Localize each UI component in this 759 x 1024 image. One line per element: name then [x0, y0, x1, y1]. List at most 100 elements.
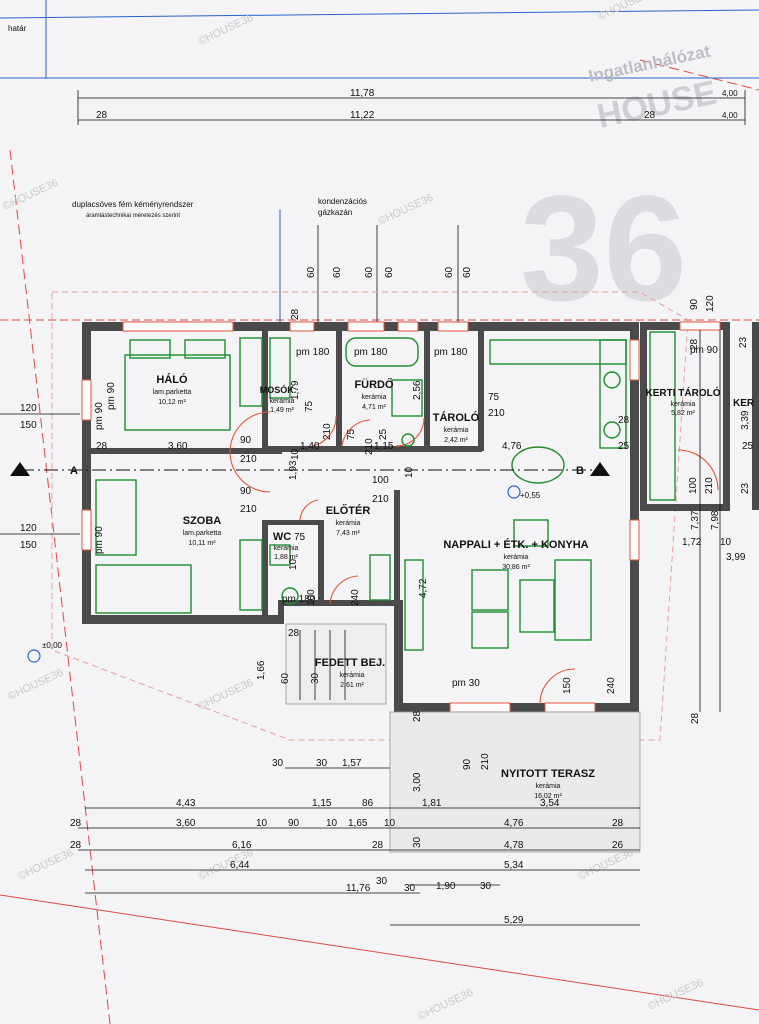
svg-text:KER: KER: [733, 398, 755, 409]
svg-text:30: 30: [316, 758, 328, 769]
svg-text:3,39: 3,39: [740, 410, 751, 430]
svg-text:28: 28: [690, 712, 701, 724]
svg-text:100: 100: [306, 589, 317, 606]
svg-text:28: 28: [612, 818, 624, 829]
svg-text:NAPPALI + ÉTK. + KONYHA: NAPPALI + ÉTK. + KONYHA: [443, 538, 588, 551]
bed-szoba: [95, 564, 192, 614]
boiler-note-2: gázkazán: [318, 208, 352, 217]
level-markers: ±0,00 +0,55: [27, 485, 541, 663]
svg-text:210: 210: [372, 494, 389, 505]
svg-text:16,02 m²: 16,02 m²: [534, 793, 562, 800]
svg-text:3,00: 3,00: [412, 772, 423, 792]
svg-text:23: 23: [740, 482, 751, 494]
svg-text:6,44: 6,44: [230, 860, 250, 871]
svg-text:90: 90: [240, 486, 252, 497]
room-labels: HÁLÓ lam.parketta 10,12 m² MOSÓK. kerámi…: [153, 373, 755, 800]
svg-text:4,78: 4,78: [504, 840, 524, 851]
svg-text:SZOBA: SZOBA: [183, 515, 222, 527]
svg-text:25: 25: [618, 441, 630, 452]
svg-text:210: 210: [488, 408, 505, 419]
svg-text:WC: WC: [273, 531, 291, 543]
svg-text:1,15: 1,15: [312, 798, 332, 809]
room-terasz: NYITOTT TERASZ kerámia 16,02 m²: [501, 768, 595, 800]
section-label-b: B: [576, 465, 584, 477]
left-dimensions: 120 150 120 150 pm 90 pm 90 pm 90 28 3,6…: [0, 382, 188, 554]
section-label-a: A: [70, 465, 78, 477]
svg-text:kerámia: kerámia: [340, 672, 365, 679]
inner-dimensions: 90 210 90 210 75 210 75 210 10 1,40 1,15…: [240, 380, 754, 722]
watermark-logo: 36: [520, 164, 687, 332]
wardrobe-halo: [239, 337, 263, 407]
svg-text:90: 90: [288, 818, 300, 829]
svg-text:210: 210: [364, 438, 375, 455]
svg-text:75: 75: [304, 400, 315, 412]
room-eloter: ELŐTÉR kerámia 7,43 m²: [326, 504, 371, 537]
dim-r1: 4,00: [722, 89, 738, 98]
svg-text:210: 210: [480, 753, 491, 770]
svg-text:10: 10: [404, 466, 415, 478]
bathtub: [345, 337, 419, 367]
svg-text:3,54: 3,54: [540, 798, 560, 809]
svg-text:2,56: 2,56: [412, 380, 423, 400]
svg-text:210: 210: [240, 454, 257, 465]
svg-text:pm 90: pm 90: [106, 382, 117, 410]
svg-text:210: 210: [322, 423, 333, 440]
svg-text:7,43 m²: 7,43 m²: [336, 530, 360, 537]
svg-text:60: 60: [280, 672, 291, 684]
svg-text:10: 10: [720, 537, 732, 548]
svg-text:23: 23: [738, 336, 749, 348]
svg-text:1,90: 1,90: [436, 881, 456, 892]
svg-text:pm 180: pm 180: [296, 347, 330, 358]
svg-text:4,76: 4,76: [502, 441, 522, 452]
terrace-dimensions: 3,00 90 210 30: [412, 753, 491, 848]
svg-text:pm 90: pm 90: [94, 526, 105, 554]
svg-text:10,11 m²: 10,11 m²: [188, 540, 216, 547]
armchair: [471, 569, 509, 611]
room-kerti-tarolo: KERTI TÁROLÓ kerámia 5,82 m² KER: [646, 386, 755, 417]
svg-text:240: 240: [606, 677, 617, 694]
svg-text:kerámia: kerámia: [671, 401, 696, 408]
room-nappali: NAPPALI + ÉTK. + KONYHA kerámia 30,86 m²: [443, 538, 588, 571]
svg-text:10,12 m²: 10,12 m²: [158, 399, 186, 406]
svg-text:10: 10: [288, 558, 299, 570]
svg-text:30,86 m²: 30,86 m²: [502, 564, 530, 571]
dim-right-wall: 28: [644, 110, 656, 121]
svg-text:FEDETT BEJ.: FEDETT BEJ.: [315, 657, 385, 669]
svg-text:26: 26: [612, 840, 624, 851]
svg-text:28: 28: [70, 818, 82, 829]
dim-r2: 4,00: [722, 111, 738, 120]
svg-text:4,76: 4,76: [504, 818, 524, 829]
svg-text:3,99: 3,99: [726, 552, 746, 563]
svg-text:NYITOTT TERASZ: NYITOTT TERASZ: [501, 768, 595, 780]
svg-text:30: 30: [310, 672, 321, 684]
dim-inner-width: 11,22: [350, 110, 375, 121]
svg-text:2,42 m²: 2,42 m²: [444, 437, 468, 444]
svg-text:6,16: 6,16: [232, 840, 252, 851]
svg-text:28: 28: [412, 710, 423, 722]
svg-text:90: 90: [689, 298, 700, 310]
svg-text:10: 10: [326, 818, 338, 829]
room-fedett-bej: FEDETT BEJ. kerámia 2,61 m²: [315, 657, 385, 689]
svg-text:120: 120: [20, 403, 37, 414]
svg-text:1,93: 1,93: [288, 460, 299, 480]
svg-text:1,66: 1,66: [256, 660, 267, 680]
svg-text:60: 60: [384, 266, 395, 278]
room-wc: WC kerámia 1,88 m²: [273, 531, 299, 561]
boundary-label: határ: [8, 24, 27, 33]
svg-text:75: 75: [346, 428, 357, 440]
svg-text:KERTI TÁROLÓ: KERTI TÁROLÓ: [646, 386, 721, 399]
svg-text:2,61 m²: 2,61 m²: [340, 682, 364, 689]
svg-text:1,40: 1,40: [300, 441, 320, 452]
room-szoba: SZOBA lam.parketta 10,11 m²: [183, 515, 222, 547]
level-zero: ±0,00: [42, 641, 63, 650]
svg-text:30: 30: [480, 881, 492, 892]
svg-text:28: 28: [689, 338, 700, 350]
right-dimensions: 7,37 7,98 3,39 1,72 10 3,99 28 28 25: [618, 330, 751, 724]
svg-text:kerámia: kerámia: [444, 427, 469, 434]
svg-text:pm 90: pm 90: [690, 345, 718, 356]
svg-text:TÁROLÓ: TÁROLÓ: [433, 411, 480, 424]
svg-text:30: 30: [412, 836, 423, 848]
svg-text:pm 90: pm 90: [94, 402, 105, 430]
